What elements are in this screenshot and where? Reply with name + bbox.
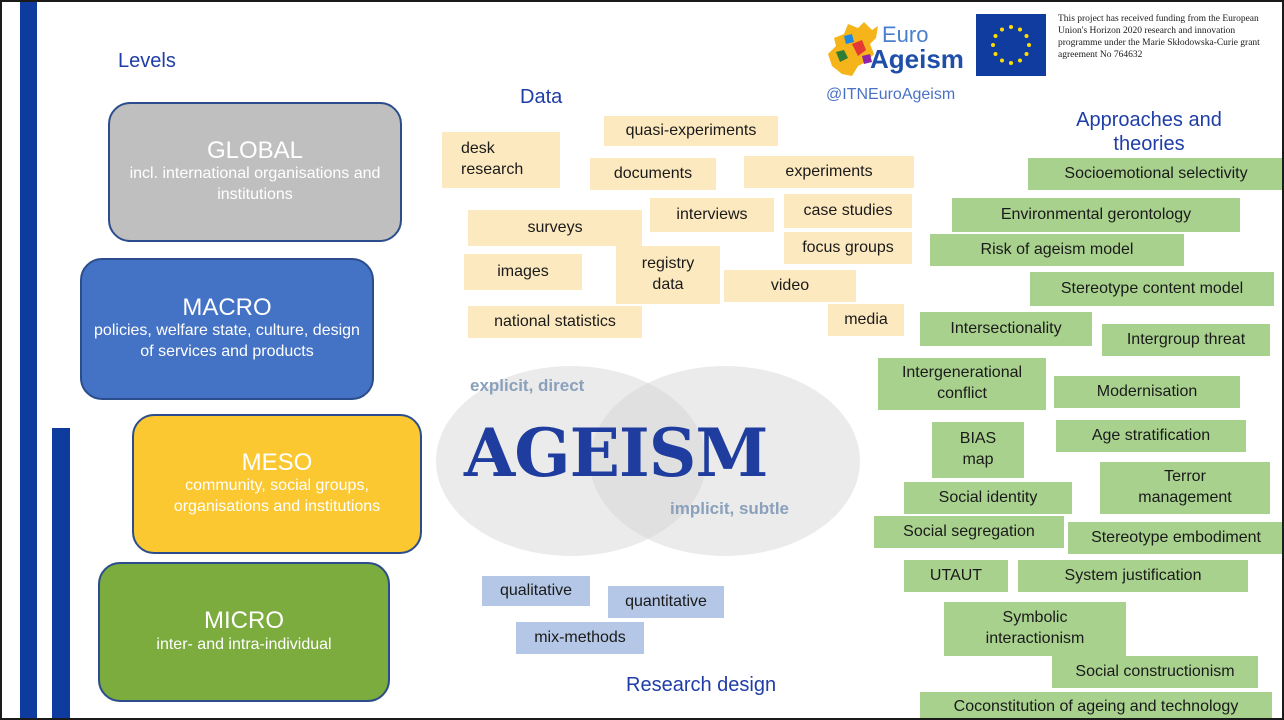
theory-tag-label: Intergenerational conflict <box>901 364 1023 402</box>
design-tag: quantitative <box>608 586 724 618</box>
implicit-label: implicit, subtle <box>670 499 790 518</box>
data-tag: experiments <box>744 156 914 188</box>
data-tag: desk research <box>442 132 560 188</box>
theory-tag: Risk of ageism model <box>930 234 1184 266</box>
theory-tag: Age stratification <box>1056 420 1246 452</box>
data-tag-label: registry data <box>641 255 695 293</box>
theory-tag: Modernisation <box>1054 376 1240 408</box>
left-accent-bar-short <box>52 428 70 718</box>
left-accent-bar <box>20 2 37 718</box>
design-tag: qualitative <box>482 576 590 606</box>
level-title: MESO <box>241 449 313 476</box>
theory-tag: Intersectionality <box>920 312 1092 346</box>
level-micro: MICRO inter- and intra-individual <box>98 562 390 702</box>
eu-stars-icon <box>991 25 1031 65</box>
theory-tag: Terror management <box>1100 462 1270 514</box>
level-subtitle: community, social groups, organisations … <box>173 477 381 516</box>
eu-flag-icon <box>976 14 1046 76</box>
data-tag: surveys <box>468 210 642 246</box>
logo-ageism-text: Ageism <box>870 44 964 74</box>
data-tag: interviews <box>650 198 774 232</box>
explicit-label: explicit, direct <box>470 376 585 395</box>
level-macro: MACRO policies, welfare state, culture, … <box>80 258 374 400</box>
data-tag: focus groups <box>784 232 912 264</box>
twitter-handle[interactable]: @ITNEuroAgeism <box>826 86 956 103</box>
theory-tag: Environmental gerontology <box>952 198 1240 232</box>
levels-heading: Levels <box>118 50 176 72</box>
design-tag: mix-methods <box>516 622 644 654</box>
theory-tag-label: Terror management <box>1138 468 1232 506</box>
logo-euro-text: Euro <box>882 22 929 47</box>
theory-tag: UTAUT <box>904 560 1008 592</box>
data-tag: images <box>464 254 582 290</box>
level-title: GLOBAL <box>206 137 304 164</box>
level-title: MICRO <box>204 607 284 635</box>
data-tag: case studies <box>784 194 912 228</box>
theory-tag: Intergenerational conflict <box>878 358 1046 410</box>
theory-tag: Intergroup threat <box>1102 324 1270 356</box>
funding-notice: This project has received funding from t… <box>1058 14 1260 60</box>
level-global: GLOBAL incl. international organisations… <box>108 102 402 242</box>
research-design-heading: Research design <box>626 674 777 696</box>
theory-tag: Symbolic interactionism <box>944 602 1126 656</box>
data-heading: Data <box>520 86 563 108</box>
theory-tag-label: Symbolic interactionism <box>985 609 1085 647</box>
theory-tag: Stereotype content model <box>1030 272 1274 306</box>
europe-map-icon <box>828 22 878 76</box>
euroageism-logo: Euro Ageism <box>818 16 968 88</box>
theory-tag: System justification <box>1018 560 1248 592</box>
approaches-heading: Approaches and theories <box>1076 109 1222 155</box>
theory-tag: Stereotype embodiment <box>1068 522 1282 554</box>
implicit-ellipse <box>590 366 860 556</box>
theory-tag: Social segregation <box>874 516 1064 548</box>
theory-tag: Social identity <box>904 482 1072 514</box>
ageism-title: AGEISM <box>464 414 768 492</box>
data-tag: registry data <box>616 246 720 304</box>
level-subtitle: incl. international organisations and in… <box>129 165 381 204</box>
data-tag: media <box>828 304 904 336</box>
theory-tag-label: BIAS map <box>959 430 997 468</box>
level-title: MACRO <box>182 294 272 321</box>
data-tag: video <box>724 270 856 302</box>
explicit-ellipse <box>436 366 706 556</box>
theory-tag: BIAS map <box>932 422 1024 478</box>
data-tag: documents <box>590 158 716 190</box>
data-tag: national statistics <box>468 306 642 338</box>
level-subtitle: policies, welfare state, culture, design… <box>94 322 360 361</box>
level-subtitle: inter- and intra-individual <box>156 635 332 653</box>
theory-tag: Socioemotional selectivity <box>1028 158 1282 190</box>
level-meso: MESO community, social groups, organisat… <box>132 414 422 554</box>
data-tag: quasi-experiments <box>604 116 778 146</box>
theory-tag: Coconstitution of ageing and technology <box>920 692 1272 718</box>
data-tag-label: desk research <box>461 140 524 178</box>
theory-tag: Social constructionism <box>1052 656 1258 688</box>
